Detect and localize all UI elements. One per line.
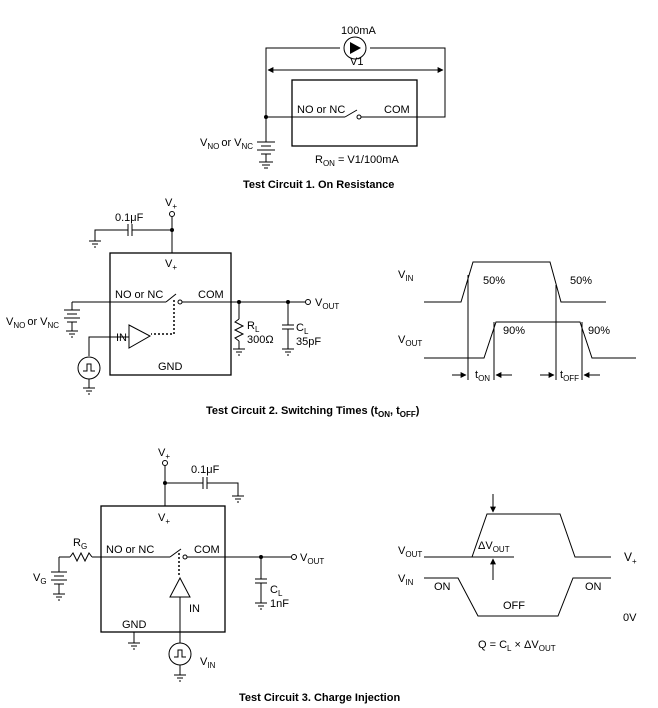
- load-resistor-icon: [233, 318, 245, 342]
- ground-icon: [89, 240, 101, 248]
- switch-no-nc-label: NO or NC: [115, 289, 163, 301]
- battery-icon: [64, 309, 80, 338]
- caption-circuit-2: Test Circuit 2. Switching Times (tON, tO…: [206, 405, 420, 419]
- bypass-capacitor-icon: [202, 477, 208, 489]
- vin-label: VIN: [200, 656, 216, 670]
- load-capacitor-value: 1nF: [270, 598, 289, 610]
- bypass-capacitor-label: 0.1μF: [191, 464, 220, 476]
- caption-circuit-1: Test Circuit 1. On Resistance: [243, 179, 394, 191]
- on-left-label: ON: [434, 581, 451, 593]
- load-capacitor-icon: [255, 578, 267, 584]
- ton-label: tON: [475, 369, 490, 383]
- load-capacitor-icon: [282, 324, 294, 330]
- vplus-level-label: V+: [624, 550, 637, 566]
- load-resistor-label: RL: [247, 320, 260, 334]
- switch-ic-box: [291, 79, 418, 147]
- switch-icon: [292, 109, 417, 120]
- gnd-pin-label: GND: [122, 619, 147, 631]
- battery-icon: [51, 571, 67, 601]
- ground-icon: [233, 348, 245, 356]
- ground-icon: [255, 602, 267, 610]
- vplus-terminal-label: V+: [158, 447, 170, 461]
- ground-icon: [83, 387, 95, 395]
- test-circuit-2: V+ 0.1μF V+ NO or NC COM IN GND: [6, 197, 636, 419]
- rg-label: RG: [73, 537, 87, 551]
- charge-formula: Q = CL × ΔVOUT: [478, 639, 556, 653]
- driver-buffer-icon: [169, 576, 191, 598]
- vout-terminal: [291, 554, 297, 560]
- bypass-capacitor-label: 0.1μF: [115, 212, 144, 224]
- vout-label: VOUT: [300, 552, 324, 566]
- load-capacitor-label: CL: [270, 584, 283, 598]
- rg-resistor-icon: [69, 551, 93, 563]
- vout-terminal: [305, 299, 311, 305]
- driver-buffer-icon: [110, 324, 152, 349]
- off-label: OFF: [503, 600, 525, 612]
- switch-com-label: COM: [194, 544, 220, 556]
- vplus-pin-label: V+: [165, 258, 177, 272]
- load-resistor-value: 300Ω: [247, 334, 274, 346]
- gnd-pin-label: GND: [158, 361, 183, 373]
- pct90-fall-label: 90%: [588, 325, 610, 337]
- waveform-vin-label: VIN: [398, 269, 414, 283]
- delta-vout-label: ΔVOUT: [478, 540, 510, 554]
- pct50-rise-label: 50%: [483, 275, 505, 287]
- load-capacitor-label: CL: [296, 322, 309, 336]
- bypass-capacitor-icon: [127, 224, 133, 236]
- current-source-label: 100mA: [341, 25, 377, 37]
- switch-com-label: COM: [198, 289, 224, 301]
- ground-icon: [282, 348, 294, 356]
- ground-icon: [128, 642, 140, 650]
- in-pin-label: IN: [189, 603, 200, 615]
- vg-label: VG: [33, 572, 47, 586]
- zero-volt-label: 0V: [623, 612, 637, 624]
- waveform-vout-label: VOUT: [398, 334, 422, 348]
- pulse-generator-icon: [168, 642, 192, 666]
- vplus-pin-label: V+: [158, 512, 170, 526]
- charge-injection-waveform: VOUT ΔVOUT V+ VIN ON ON OFF 0V Q = CL × …: [398, 494, 637, 653]
- v1-label: V1: [350, 56, 363, 68]
- switch-icon: [92, 548, 288, 560]
- ground-icon: [174, 674, 186, 682]
- toff-label: tOFF: [560, 369, 579, 383]
- current-source-icon: [343, 36, 367, 60]
- pulse-generator-icon: [77, 356, 101, 380]
- ron-formula: RON= V1/100mA: [315, 154, 399, 168]
- switch-no-nc-label: NO or NC: [106, 544, 154, 556]
- switch-icon: [72, 293, 288, 305]
- switch-ic-box: [109, 252, 232, 376]
- vplus-terminal-label: V+: [165, 197, 177, 211]
- load-capacitor-value: 35pF: [296, 336, 321, 348]
- waveform-vin-label: VIN: [398, 573, 414, 587]
- ground-icon: [232, 495, 244, 503]
- caption-circuit-3: Test Circuit 3. Charge Injection: [239, 692, 400, 704]
- waveform-vout-label: VOUT: [398, 545, 422, 559]
- switch-com-label: COM: [384, 104, 410, 116]
- switch-ic-box: [100, 505, 226, 633]
- pct50-fall-label: 50%: [570, 275, 592, 287]
- pct90-rise-label: 90%: [503, 325, 525, 337]
- test-circuit-3: V+ 0.1μF V+ NO or NC COM IN GND RG: [33, 447, 637, 704]
- on-right-label: ON: [585, 581, 602, 593]
- vout-label: VOUT: [315, 297, 339, 311]
- switch-no-nc-label: NO or NC: [297, 104, 345, 116]
- battery-icon: [257, 141, 275, 169]
- switching-time-waveform: VIN 50% 50% VOUT 90% 90% tON tOFF: [398, 261, 636, 383]
- in-pin-label: IN: [116, 332, 127, 344]
